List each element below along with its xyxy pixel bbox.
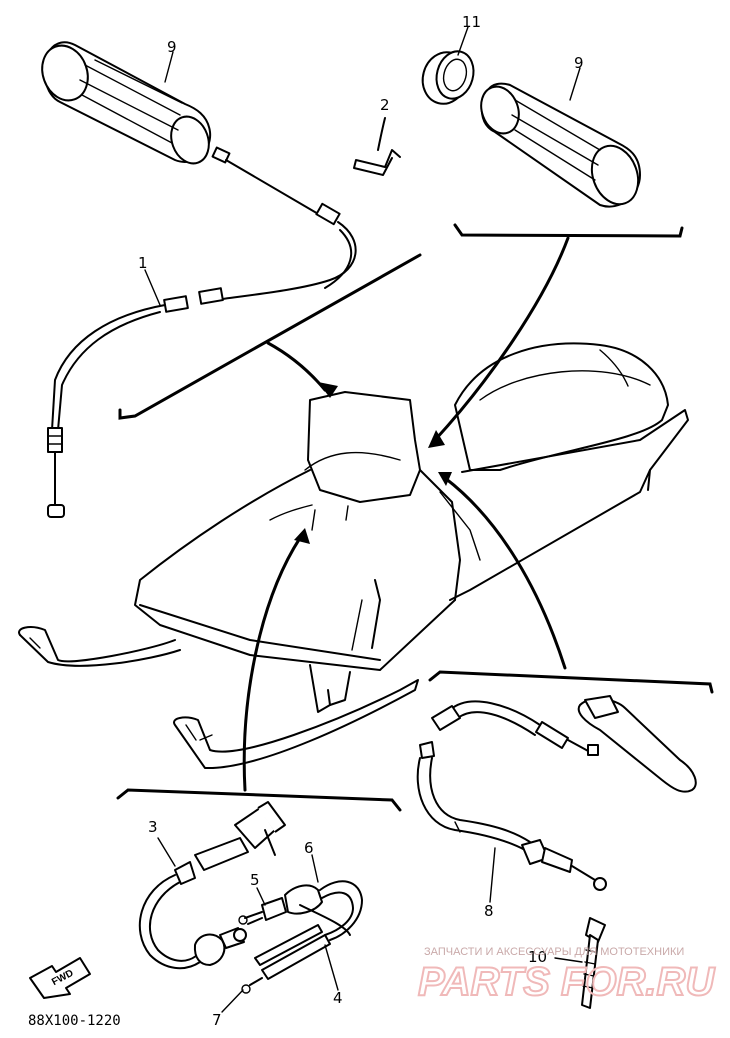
label-grip-right: 9 xyxy=(574,54,584,72)
fuel-line-part xyxy=(238,880,363,941)
band-part xyxy=(581,917,606,1009)
label-item-4: 4 xyxy=(333,989,343,1007)
label-clip: 2 xyxy=(380,96,390,114)
label-brake-cable: 8 xyxy=(484,902,494,920)
drawing-code: 88X100-1220 xyxy=(28,1013,121,1029)
grip-left-part xyxy=(41,41,212,165)
watermark: ЗАПЧАСТИ И АКСЕССУАРЫ ДЛЯ МОТОТЕХНИКИ PA… xyxy=(417,946,716,1005)
throttle-cable-part xyxy=(47,146,357,518)
label-ring: 11 xyxy=(462,13,481,31)
clip-part xyxy=(353,117,401,176)
label-grip-left: 9 xyxy=(167,38,177,56)
label-item-5: 5 xyxy=(250,871,260,889)
label-item-6: 6 xyxy=(304,839,314,857)
label-choke-cable: 3 xyxy=(148,818,158,836)
label-leaders xyxy=(144,26,583,1013)
watermark-brand: PARTS FOR.RU xyxy=(418,960,715,1004)
snowmobile-illustration xyxy=(18,342,689,770)
grip-right-part xyxy=(480,82,641,208)
callout-lines xyxy=(116,223,714,812)
fwd-arrow-icon: FWD xyxy=(29,957,91,999)
brake-cable-part xyxy=(416,695,697,891)
choke-cable-part xyxy=(138,801,286,970)
ring-part xyxy=(421,50,475,105)
pipes-part xyxy=(241,924,331,994)
label-item-7: 7 xyxy=(212,1011,222,1029)
watermark-subtitle: ЗАПЧАСТИ И АКСЕССУАРЫ ДЛЯ МОТОТЕХНИКИ xyxy=(424,946,684,958)
label-throttle-cable: 1 xyxy=(138,254,148,272)
label-band: 10 xyxy=(528,948,547,966)
